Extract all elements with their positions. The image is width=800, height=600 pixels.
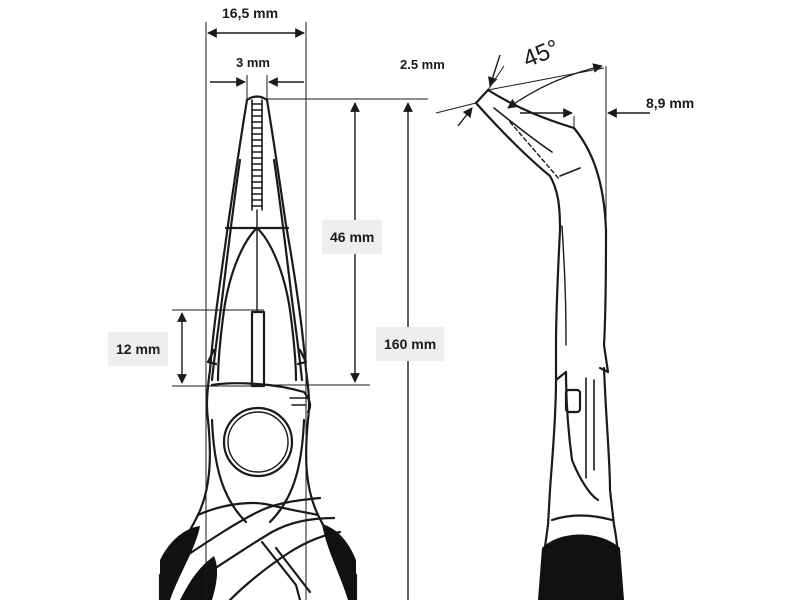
pliers-side-view [474,88,624,600]
dimension-lines [172,22,650,600]
label-jaw-length: 46 mm [322,220,383,254]
label-width-total: 16,5 mm [222,5,279,21]
label-side-offset: 8,9 mm [646,95,695,111]
dim-tip-thickness [488,54,501,87]
side-handle-grip [538,534,624,600]
dim-bend-angle [507,63,603,109]
label-cutter-length: 12 mm [108,332,169,366]
front-handle-grips [160,524,356,600]
pliers-front-view [158,95,358,600]
label-tip-width: 3 mm [236,55,270,70]
label-overall-length: 160 mm [376,327,445,361]
label-tip-thickness: 2.5 mm [400,57,445,72]
